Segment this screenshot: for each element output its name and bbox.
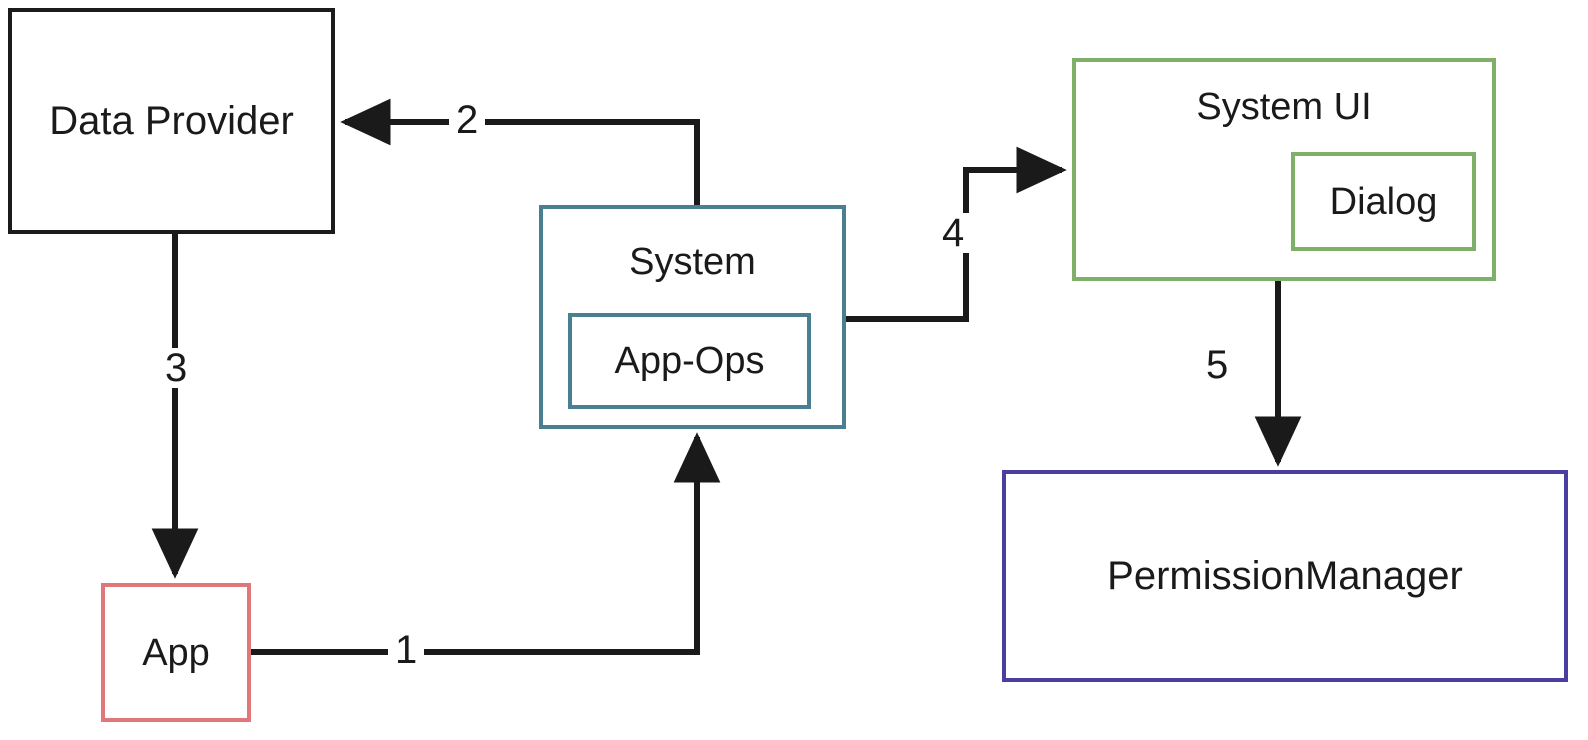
edge-label-2: 2 (449, 100, 486, 140)
edge-label-5: 5 (1199, 345, 1236, 385)
edge-2-path (340, 98, 700, 205)
node-data-provider[interactable]: Data Provider (8, 8, 335, 234)
edge-label-3: 3 (158, 348, 195, 388)
node-data-provider-label: Data Provider (49, 99, 294, 143)
node-app-ops-label: App-Ops (614, 340, 765, 382)
node-app[interactable]: App (101, 583, 251, 722)
node-system-label: System (629, 241, 756, 283)
node-permission-manager-label: PermissionManager (1107, 554, 1463, 598)
node-app-ops[interactable]: App-Ops (568, 313, 811, 409)
edge-1-path (251, 432, 721, 655)
node-app-label: App (142, 631, 210, 674)
edge-label-4: 4 (935, 213, 972, 253)
node-dialog[interactable]: Dialog (1291, 152, 1476, 251)
node-dialog-label: Dialog (1329, 180, 1438, 223)
node-system-ui-label: System UI (1196, 86, 1372, 128)
edge-label-1: 1 (388, 630, 425, 670)
node-permission-manager[interactable]: PermissionManager (1002, 470, 1568, 682)
